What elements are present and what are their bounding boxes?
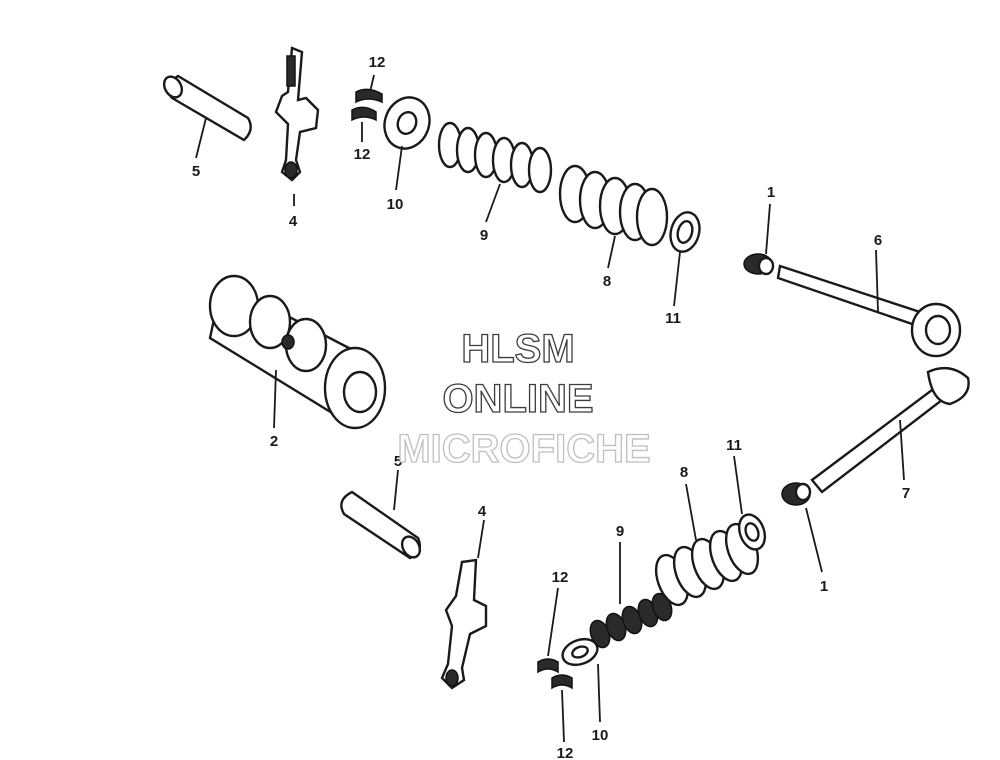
valve-cotter-bottom-a[interactable] [537, 658, 559, 674]
callout-4-bottom: 4 [478, 503, 487, 520]
watermark: HLSM ONLINE MICROFICHE [397, 326, 652, 471]
outer-valve-spring-top[interactable] [558, 164, 669, 247]
callout-11-top: 11 [665, 310, 681, 327]
rocker-shaft-top[interactable] [161, 73, 252, 142]
inner-valve-spring-top[interactable] [437, 121, 553, 194]
rocker-arm-top[interactable] [274, 46, 320, 182]
watermark-line-3: MICROFICHE [397, 427, 650, 471]
callout-10-top: 10 [387, 196, 404, 213]
callout-6: 6 [874, 232, 882, 249]
callout-11-bottom: 11 [726, 437, 742, 454]
leader-lines [195, 74, 905, 743]
callout-8-bottom: 8 [680, 464, 688, 481]
callout-10-bottom: 10 [592, 727, 609, 744]
valve-cotter-top-a[interactable] [355, 88, 383, 104]
callout-4-top: 4 [289, 213, 298, 230]
callout-1-bottom: 1 [820, 578, 828, 595]
callout-5-top: 5 [192, 163, 200, 180]
valve-cotter-top-b[interactable] [351, 106, 377, 122]
watermark-line-2: ONLINE [442, 377, 593, 421]
valve-cotter-bottom-b[interactable] [551, 674, 573, 690]
camshaft[interactable] [208, 274, 387, 430]
callout-12-bottom-a: 12 [552, 569, 569, 586]
callout-8-top: 8 [603, 273, 611, 290]
inner-valve-spring-bottom[interactable] [587, 591, 675, 650]
valve-stem-seal-top[interactable] [743, 253, 775, 276]
callout-labels: 5 4 12 12 10 9 8 11 1 6 2 5 7 1 8 11 4 9… [192, 54, 910, 760]
callout-12-top-b: 12 [354, 146, 371, 163]
callout-9-top: 9 [480, 227, 488, 244]
exhaust-valve[interactable] [810, 366, 970, 494]
rocker-arm-bottom[interactable] [440, 558, 488, 690]
callout-2: 2 [270, 433, 278, 450]
spring-seat-top[interactable] [666, 209, 703, 255]
intake-valve[interactable] [776, 264, 962, 358]
spring-retainer-top[interactable] [377, 91, 436, 155]
callout-12-top-a: 12 [369, 54, 386, 71]
callout-5-bottom: 5 [394, 453, 402, 470]
valve-stem-seal-bottom[interactable] [781, 482, 812, 506]
outer-valve-spring-bottom[interactable] [650, 520, 764, 609]
watermark-line-1: HLSM [461, 327, 574, 371]
rocker-shaft-bottom[interactable] [340, 490, 423, 561]
callout-12-bottom-b: 12 [557, 745, 574, 760]
callout-7: 7 [902, 485, 910, 502]
spring-seat-bottom[interactable] [735, 511, 770, 553]
callout-9-bottom: 9 [616, 523, 624, 540]
callout-1-top: 1 [767, 184, 775, 201]
